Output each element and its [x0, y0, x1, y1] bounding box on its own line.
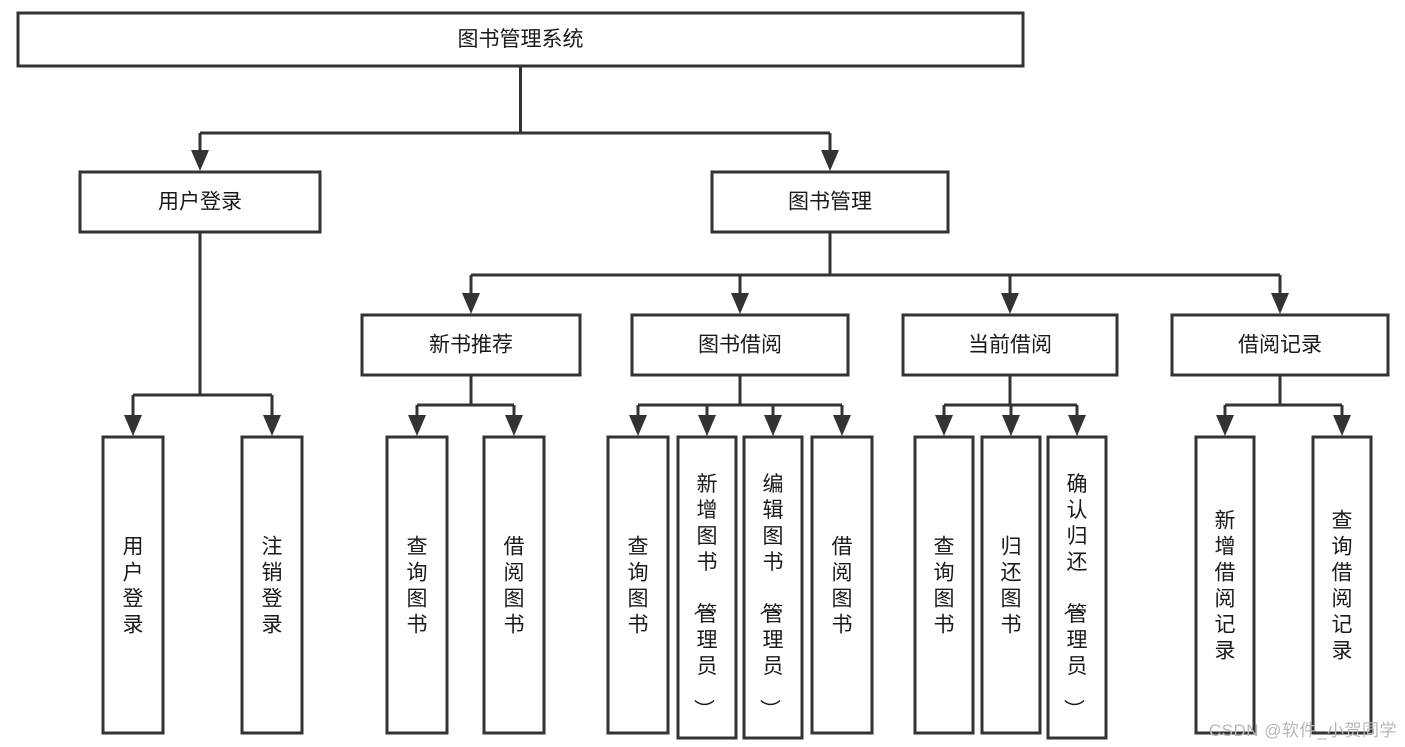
- node-label: 查询图书: [407, 535, 428, 636]
- watermark-text: CSDN @软件_小贺同学: [1208, 721, 1397, 740]
- node-label: 用户登录: [158, 191, 242, 214]
- node-leaf-nb-query[interactable]: 查询图书: [385, 435, 449, 735]
- node-label: 归还图书: [1001, 535, 1022, 636]
- node-book-mgmt[interactable]: 图书管理: [710, 170, 950, 234]
- node-leaf-rec-add[interactable]: 新增借阅记录: [1194, 435, 1256, 735]
- node-label: 新增图书（管理员）: [692, 473, 718, 720]
- node-leaf-bb-borrow[interactable]: 借阅图书: [810, 435, 874, 735]
- node-label: 图书管理: [788, 191, 872, 214]
- node-label: 图书借阅: [698, 334, 782, 357]
- node-user-login[interactable]: 用户登录: [78, 170, 322, 234]
- node-label: 借阅图书: [832, 535, 853, 636]
- node-label: 用户登录: [123, 535, 144, 636]
- node-leaf-nb-borrow[interactable]: 借阅图书: [482, 435, 546, 735]
- node-label: 查询借阅记录: [1332, 509, 1353, 662]
- node-label: 编辑图书（管理员）: [758, 473, 784, 720]
- node-leaf-rec-query[interactable]: 查询借阅记录: [1311, 435, 1373, 735]
- connector-layer: [124, 66, 1351, 436]
- node-records[interactable]: 借阅记录: [1170, 313, 1390, 377]
- node-label: 图书管理系统: [458, 28, 584, 51]
- node-leaf-bb-add[interactable]: 新增图书（管理员）: [676, 435, 738, 740]
- node-book-borrow[interactable]: 图书借阅: [630, 313, 850, 377]
- node-leaf-user-logout[interactable]: 注销登录: [240, 435, 304, 735]
- node-label: 借阅图书: [504, 535, 525, 636]
- node-new-books[interactable]: 新书推荐: [360, 313, 582, 377]
- node-leaf-cb-query[interactable]: 查询图书: [913, 435, 975, 735]
- node-label: 确认归还（管理员）: [1062, 473, 1088, 720]
- node-leaf-user-login[interactable]: 用户登录: [101, 435, 165, 735]
- node-label: 注销登录: [262, 535, 283, 636]
- node-label: 借阅记录: [1238, 334, 1322, 357]
- node-leaf-cb-confirm[interactable]: 确认归还（管理员）: [1046, 435, 1108, 740]
- node-layer: 图书管理系统用户登录图书管理新书推荐图书借阅当前借阅借阅记录用户登录注销登录查询…: [16, 11, 1390, 740]
- node-label: 查询图书: [628, 535, 649, 636]
- node-label: 新增借阅记录: [1215, 509, 1236, 662]
- node-leaf-cb-return[interactable]: 归还图书: [980, 435, 1042, 735]
- node-label: 查询图书: [934, 535, 955, 636]
- node-root[interactable]: 图书管理系统: [16, 11, 1025, 68]
- node-leaf-bb-query[interactable]: 查询图书: [606, 435, 670, 735]
- node-leaf-bb-edit[interactable]: 编辑图书（管理员）: [742, 435, 804, 740]
- node-current[interactable]: 当前借阅: [901, 313, 1119, 377]
- node-label: 新书推荐: [429, 334, 513, 357]
- node-label: 当前借阅: [968, 334, 1052, 357]
